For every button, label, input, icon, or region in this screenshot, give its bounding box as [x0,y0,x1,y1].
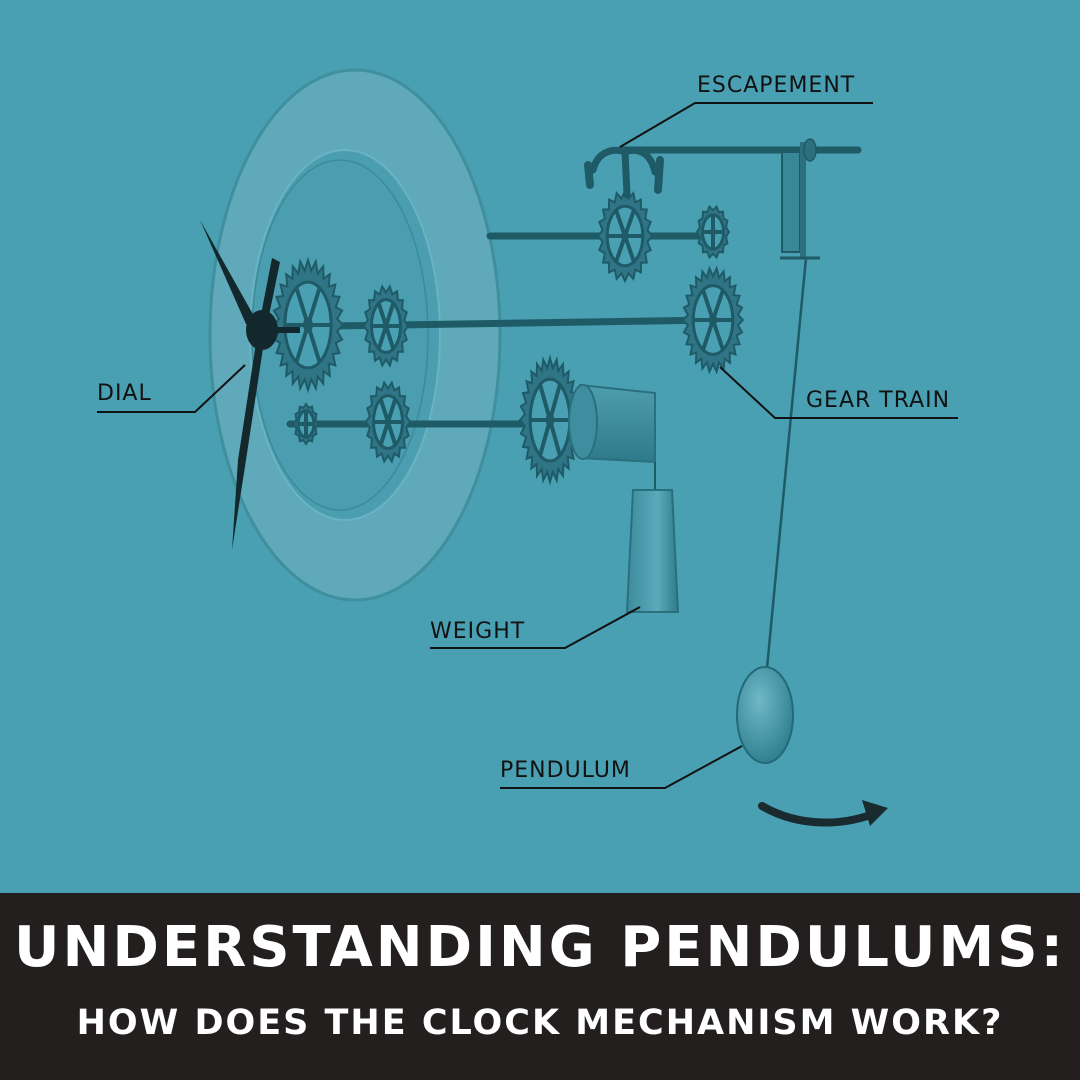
banner-subtitle: HOW DOES THE CLOCK MECHANISM WORK? [76,1003,1004,1043]
mid-gear-lower-gear [364,380,412,464]
small-gear-lower-gear [292,402,320,446]
label-gear-train: GEAR TRAIN [806,388,950,413]
clock-mechanism-diagram: ESCAPEMENT DIAL GEAR TRAIN WEIGHT PENDUL… [97,68,958,827]
gear-train-gears [271,188,745,486]
pendulum-bracket [780,138,820,260]
weight-drum [568,383,656,490]
large-gear-right-gear [681,265,745,375]
title-banner: UNDERSTANDING PENDULUMS: HOW DOES THE CL… [0,893,1080,1080]
mid-gear-upper-gear [362,284,410,368]
escapement-anchor [584,146,664,199]
large-gear-dial-gear [271,256,345,394]
label-pendulum: PENDULUM [500,758,631,783]
leader-lines [97,102,958,789]
dial-plate [208,68,502,602]
great-wheel-gear [518,354,582,486]
label-weight: WEIGHT [430,619,525,644]
pendulum [736,257,808,764]
weight [625,489,680,613]
escape-wheel-gear [596,188,654,284]
label-escapement: ESCAPEMENT [697,73,855,98]
swing-arrow [758,800,888,827]
label-dial: DIAL [97,381,152,406]
small-gear-top-gear [695,204,731,260]
clock-hands [200,220,300,550]
banner-title: UNDERSTANDING PENDULUMS: [14,915,1066,980]
